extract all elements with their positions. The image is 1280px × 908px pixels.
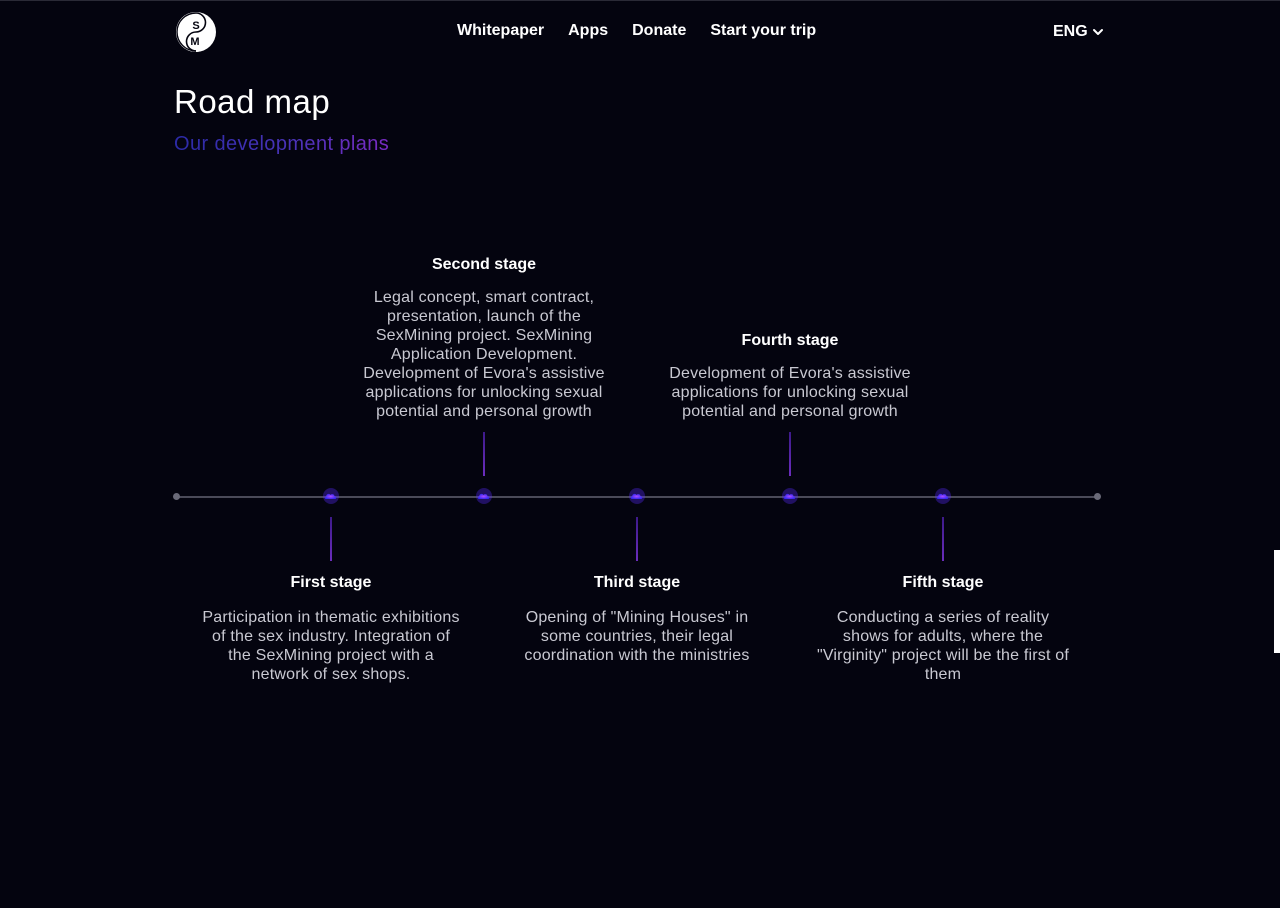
stage-1-card: First stage Participation in thematic ex… (201, 572, 461, 684)
logo-letter-m: M (190, 36, 199, 48)
cloud-node-icon (629, 488, 645, 504)
stage-5-description: Conducting a series of reality shows for… (816, 609, 1070, 683)
section-subtitle: Our development plans (174, 133, 390, 155)
stage-1-node-icon[interactable] (323, 488, 339, 504)
stage-4-node-icon[interactable] (782, 488, 798, 504)
site-logo[interactable]: S M (175, 11, 217, 53)
stage-1-connector (330, 517, 332, 561)
stage-2-connector (483, 432, 485, 476)
cloud-node-icon (323, 488, 339, 504)
stage-1-description: Participation in thematic exhibitions of… (202, 609, 460, 683)
stage-2-description: Legal concept, smart contract, presentat… (363, 289, 605, 420)
stage-2-card: Second stage Legal concept, smart contra… (354, 254, 614, 421)
stage-5-card: Fifth stage Conducting a series of reali… (813, 572, 1073, 684)
stage-4-title: Fourth stage (741, 332, 839, 349)
stage-1-title: First stage (290, 574, 372, 591)
section-title: Road map (174, 83, 331, 120)
sm-logo-icon: S M (176, 12, 216, 52)
stage-4-connector (789, 432, 791, 476)
stage-5-title: Fifth stage (902, 574, 984, 591)
nav-link-donate[interactable]: Donate (632, 22, 687, 39)
language-label: ENG (1053, 23, 1088, 40)
cloud-node-icon (935, 488, 951, 504)
stage-5-connector (942, 517, 944, 561)
cloud-node-icon (782, 488, 798, 504)
stage-3-card: Third stage Opening of "Mining Houses" i… (507, 572, 767, 665)
cloud-node-icon (476, 488, 492, 504)
stage-3-title: Third stage (593, 574, 681, 591)
language-selector[interactable]: ENG (1053, 21, 1104, 43)
nav-link-start-your-trip[interactable]: Start your trip (710, 22, 817, 39)
nav-link-whitepaper[interactable]: Whitepaper (457, 22, 545, 39)
chevron-down-icon (1092, 29, 1103, 35)
timeline-start-dot (173, 493, 180, 500)
stage-4-description: Development of Evora's assistive applica… (669, 365, 911, 420)
nav-link-apps[interactable]: Apps (568, 22, 609, 39)
side-panel-tab[interactable] (1274, 550, 1280, 653)
stage-2-node-icon[interactable] (476, 488, 492, 504)
stage-2-title: Second stage (431, 256, 537, 273)
stage-3-node-icon[interactable] (629, 488, 645, 504)
stage-4-card: Fourth stage Development of Evora's assi… (660, 330, 920, 421)
stage-5-node-icon[interactable] (935, 488, 951, 504)
stage-3-connector (636, 517, 638, 561)
stage-3-description: Opening of "Mining Houses" in some count… (524, 609, 750, 664)
logo-letter-s: S (192, 20, 199, 32)
timeline-end-dot (1094, 493, 1101, 500)
main-nav: Whitepaper Apps Donate Start your trip (457, 20, 816, 42)
